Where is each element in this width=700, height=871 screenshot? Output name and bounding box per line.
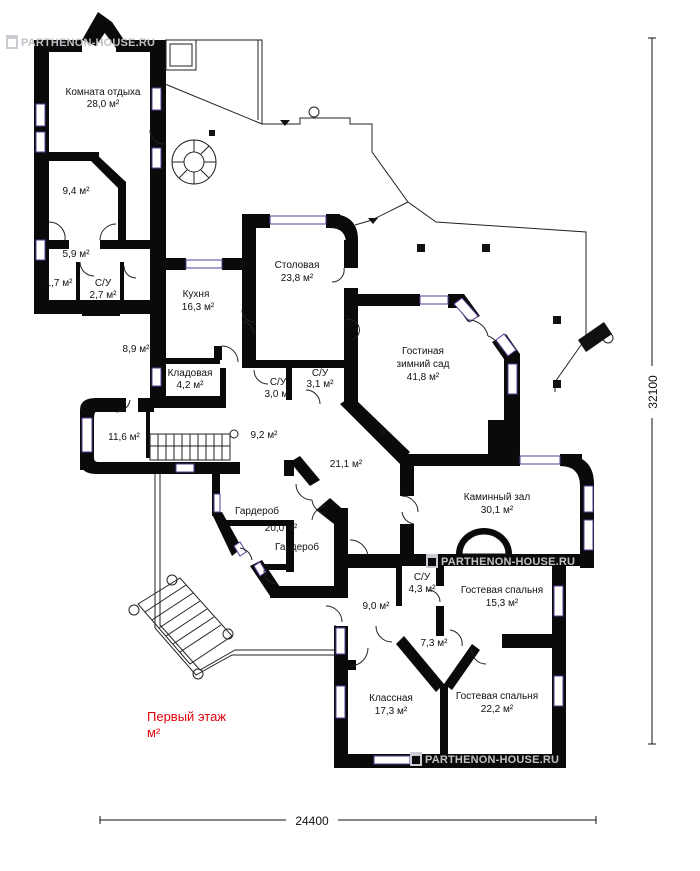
room-1-7-area: 1,7 м²: [46, 278, 74, 289]
watermark-middle: PARTHENON-HOUSE.RU: [426, 554, 575, 568]
fireplace-hearth: [461, 533, 507, 555]
bath-4-3-area: 4,3 м²: [409, 584, 437, 595]
windows: [35, 87, 594, 765]
width-label-bg: [286, 812, 338, 828]
hall-9-2-area: 9,2 м²: [251, 430, 279, 441]
doors: [48, 129, 501, 667]
terrace-outlines: [154, 39, 587, 676]
classroom-name: Классная: [369, 693, 413, 704]
bath-4-3-name: С/У: [414, 572, 431, 583]
guest-1-area: 15,3 м²: [486, 598, 519, 609]
classroom-area: 17,3 м²: [375, 706, 408, 717]
floor-title-unit: м²: [147, 725, 161, 740]
hall-7-3-area: 7,3 м²: [421, 638, 449, 649]
guest-2-name: Гостевая спальня: [456, 691, 538, 702]
dining-area: 23,8 м²: [281, 273, 314, 284]
bath-3-0-area: 3,0 м²: [265, 389, 293, 400]
kitchen-name: Кухня: [183, 289, 210, 300]
pantry-area: 4,2 м²: [177, 380, 205, 391]
winter-garden-name-1: Гостиная: [402, 346, 444, 357]
wardrobe-name: Гардероб: [235, 505, 279, 517]
fireplace-name: Каминный зал: [464, 492, 531, 503]
height-dimension: 32100: [646, 375, 660, 409]
width-dimension: 24400: [295, 814, 329, 828]
watermark-logo-icon: [410, 752, 422, 766]
room-rest-area: 28,0 м²: [87, 99, 120, 110]
bath-3-1-name: С/У: [312, 368, 329, 379]
kitchen-area: 16,3 м²: [182, 302, 215, 313]
bath-3-0-name: С/У: [270, 377, 287, 388]
pantry-name: Кладовая: [168, 368, 213, 379]
bath-3-1-area: 3,1 м²: [307, 379, 335, 390]
watermark-logo-icon: [6, 35, 18, 49]
hall-8-9-area: 8,9 м²: [123, 344, 151, 355]
columns: [209, 120, 612, 436]
wardrobe-area: 20,0 м²: [265, 523, 298, 534]
room-labels: Комната отдыха 28,0 м² 9,4 м² 5,9 м² 1,7…: [46, 87, 544, 717]
floor-title-text: Первый этаж: [147, 709, 227, 724]
room-5-9-area: 5,9 м²: [63, 249, 91, 260]
bath-2-7-name: С/У: [95, 278, 112, 289]
height-label-bg: [644, 366, 660, 418]
guest-2-area: 22,2 м²: [481, 704, 514, 715]
hall-21-1-area: 21,1 м²: [330, 459, 363, 470]
watermark-bottom: PARTHENON-HOUSE.RU: [410, 752, 559, 766]
winter-garden-area: 41,8 м²: [407, 372, 440, 383]
winter-garden-name-2: зимний сад: [397, 359, 450, 370]
wardrobe-sub: Гардероб: [275, 541, 319, 553]
room-11-6-area: 11,6 м²: [108, 432, 140, 443]
room-rest-name: Комната отдыха: [66, 87, 141, 98]
dining-name: Столовая: [275, 260, 320, 271]
watermark-top: PARTHENON-HOUSE.RU: [6, 35, 155, 49]
fireplace-area: 30,1 м²: [481, 505, 514, 516]
stairs: [128, 39, 614, 680]
room-9-4-area: 9,4 м²: [63, 186, 91, 197]
hall-9-0-area: 9,0 м²: [363, 601, 391, 612]
bath-2-7-area: 2,7 м²: [90, 290, 118, 301]
guest-1-name: Гостевая спальня: [461, 585, 543, 596]
watermark-logo-icon: [426, 554, 438, 568]
floor-title: Первый этаж м²: [147, 709, 226, 741]
